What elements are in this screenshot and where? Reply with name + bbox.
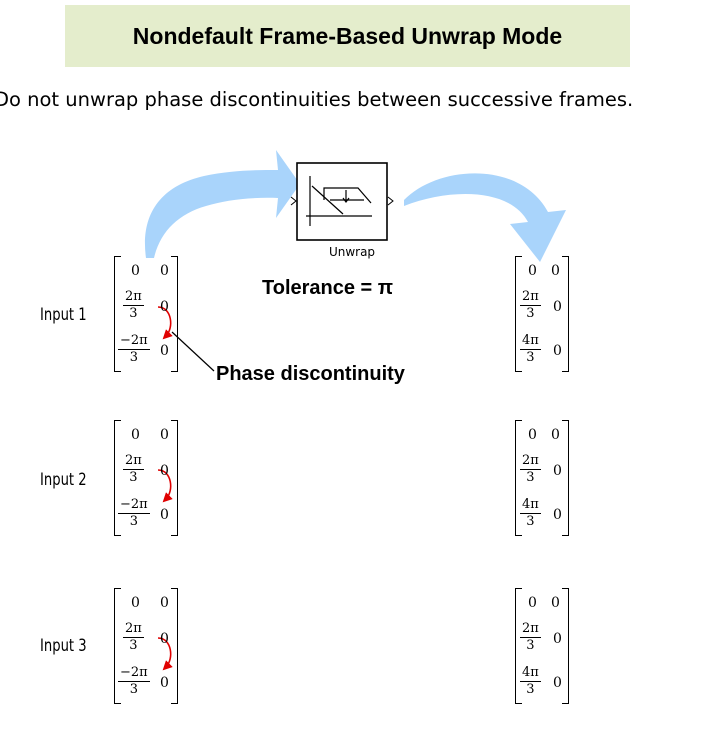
unwrap-block[interactable] [290,162,394,241]
title-banner: Nondefault Frame-Based Unwrap Mode [65,5,630,67]
discontinuity-arrow-1 [157,306,173,340]
input-3-label: Input 3 [40,636,87,656]
subtitle: Do not unwrap phase discontinuities betw… [0,88,634,111]
phase-discontinuity-label: Phase discontinuity [216,363,405,385]
page-title: Nondefault Frame-Based Unwrap Mode [132,22,563,49]
annotation-leader-line [171,331,215,372]
discontinuity-arrow-2 [157,469,173,503]
discontinuity-arrow-3 [157,637,173,671]
tolerance-label: Tolerance = π [262,277,394,299]
unwrap-icon [306,176,372,226]
input-2-label: Input 2 [40,470,87,490]
output-flow-arrow [404,173,566,262]
input-1-label: Input 1 [40,305,87,325]
input-flow-arrow [144,150,300,258]
unwrap-block-label: Unwrap [328,245,376,259]
